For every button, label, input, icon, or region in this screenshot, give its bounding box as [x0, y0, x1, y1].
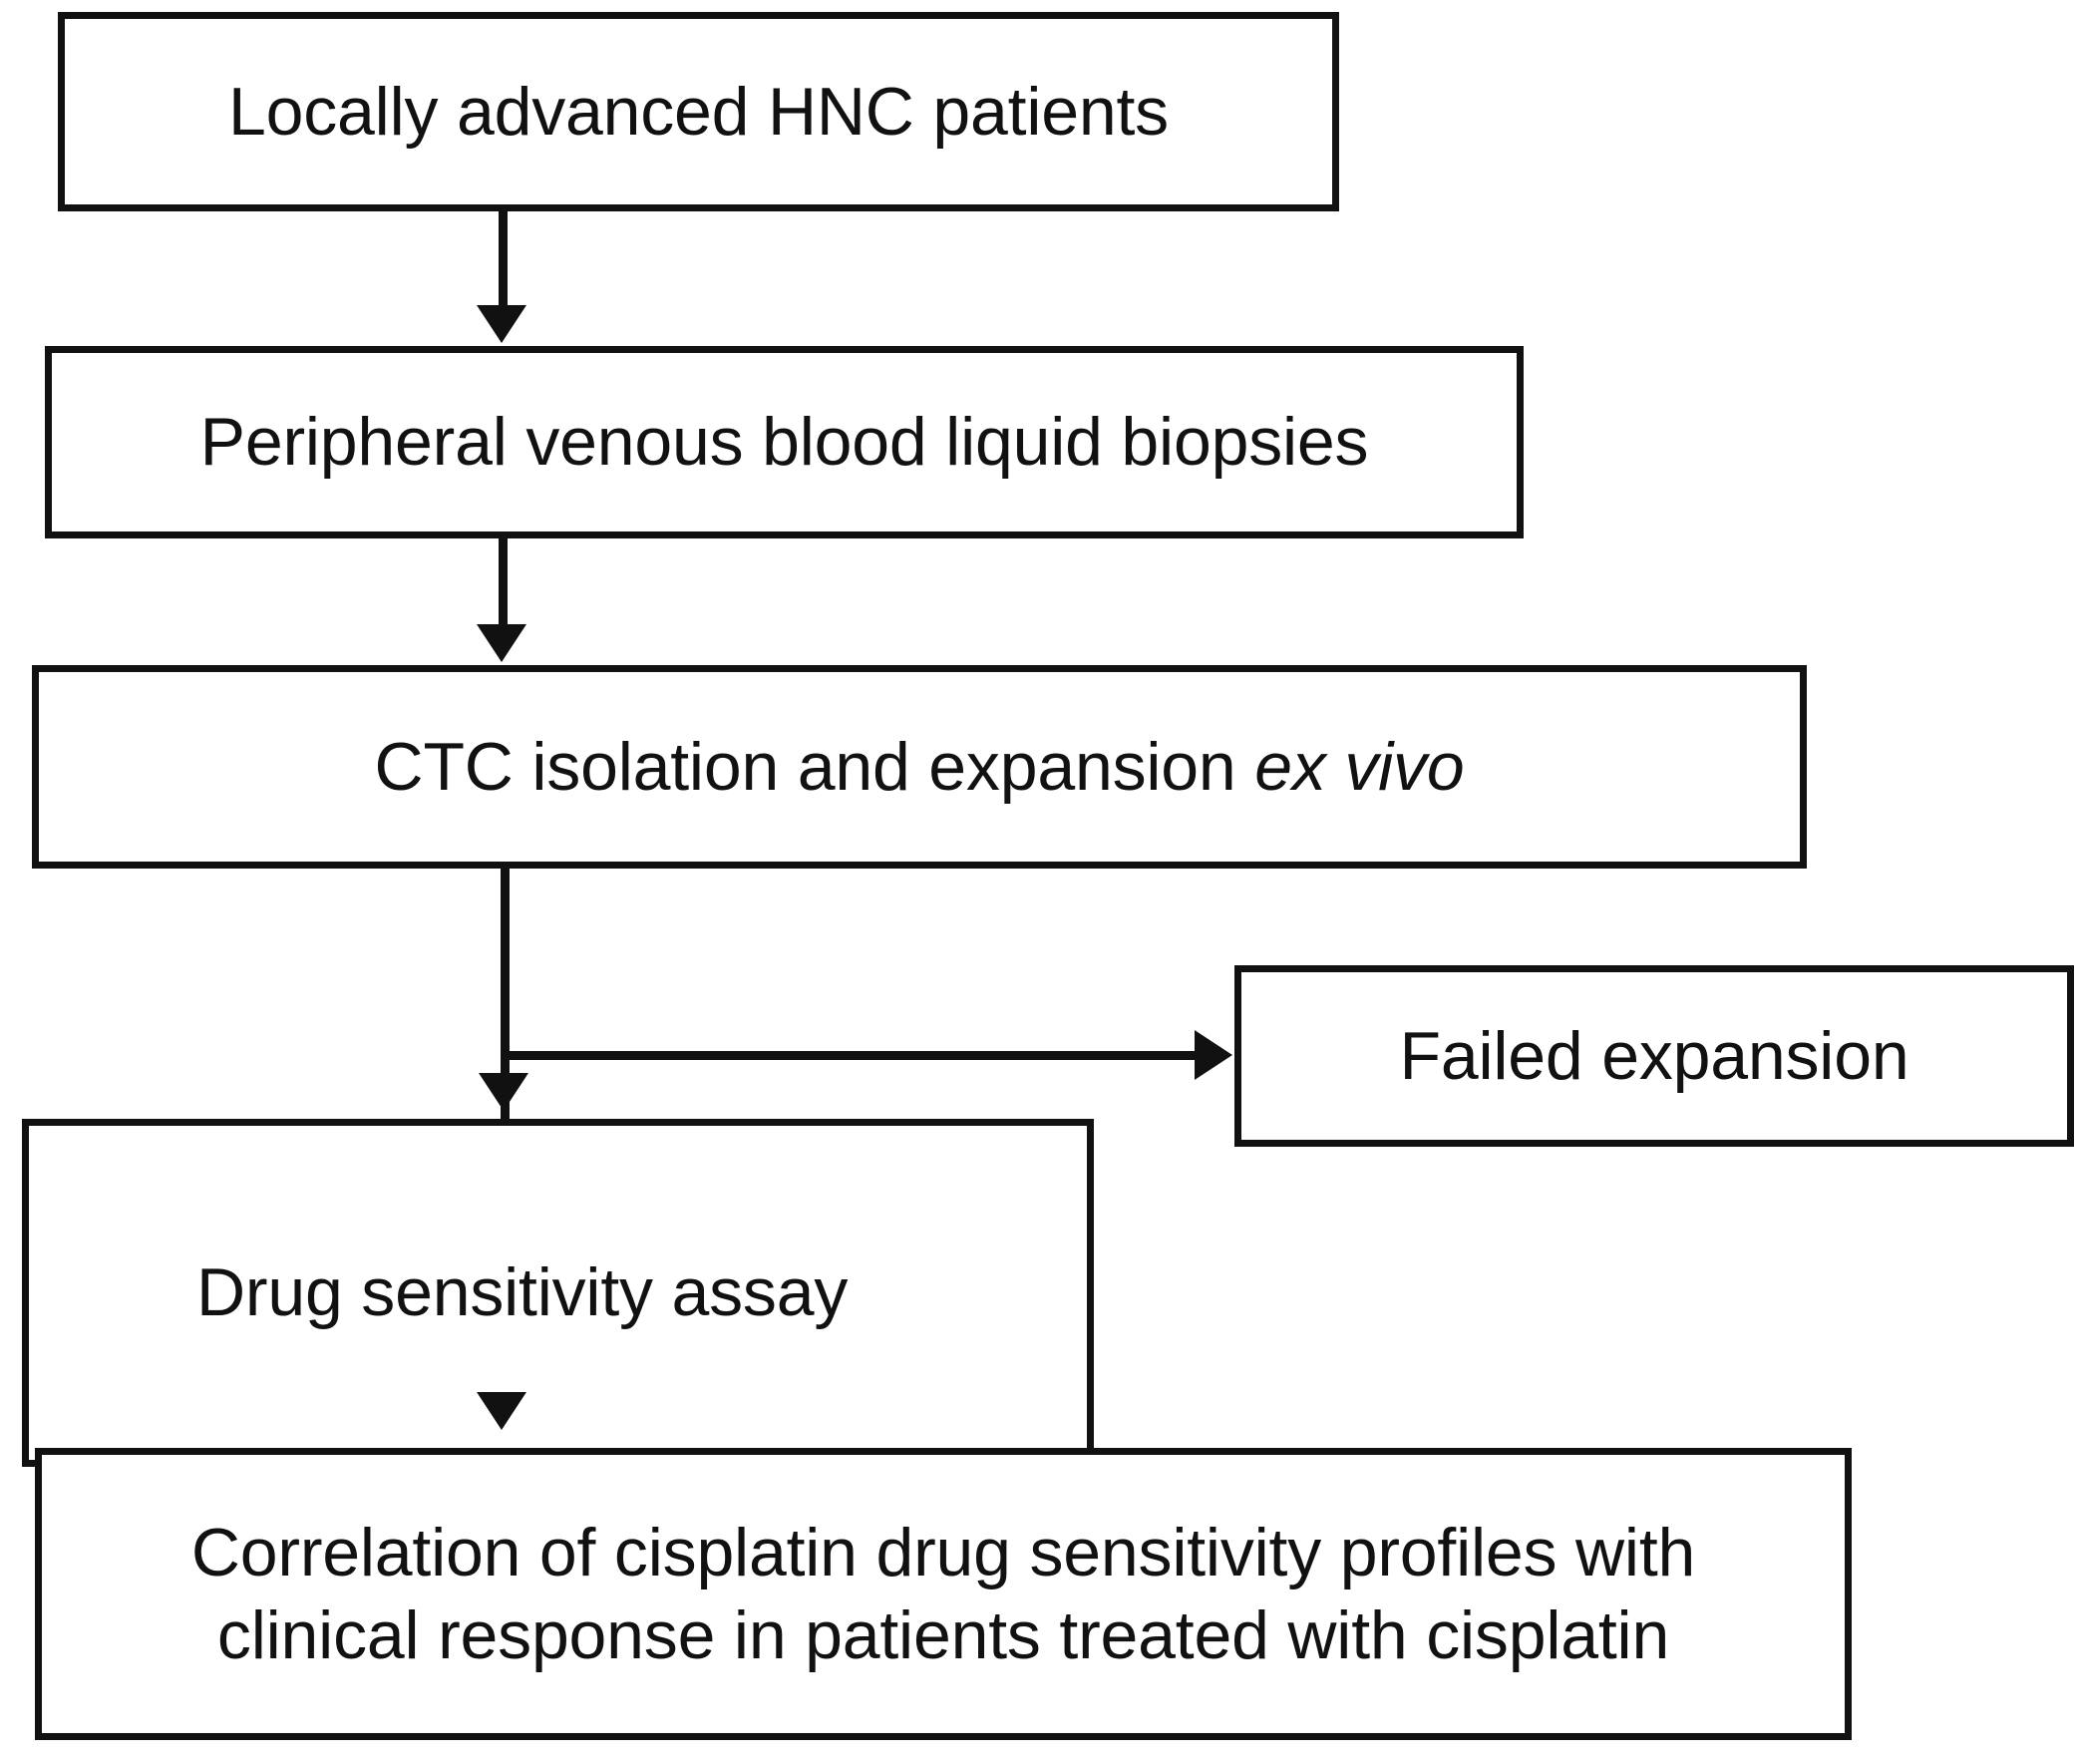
node-label: CTC isolation and expansion ex vivo [357, 726, 1483, 809]
edge-ctc-to-assay-line [501, 869, 510, 1178]
arrow-right-icon [1195, 1030, 1232, 1080]
node-label-line-1: Correlation of cisplatin drug sensitivit… [190, 1514, 1696, 1590]
node-label: Failed expansion [1399, 1017, 1909, 1094]
node-label: Correlation of cisplatin drug sensitivit… [146, 1512, 1741, 1677]
edge-biopsies-to-ctc-line [499, 538, 508, 628]
node-ctc-isolation-and-expansion-ex-vivo[interactable]: CTC isolation and expansion ex vivo [32, 665, 1807, 869]
arrow-down-icon [479, 1073, 528, 1111]
node-correlation-of-cisplatin-drug-sensitivity[interactable]: Correlation of cisplatin drug sensitivit… [35, 1448, 1852, 1740]
arrow-down-icon [477, 624, 526, 662]
node-label-italic: ex vivo [1254, 728, 1465, 805]
node-failed-expansion[interactable]: Failed expansion [1234, 965, 2074, 1147]
node-label: Drug sensitivity assay [196, 1254, 849, 1331]
node-drug-sensitivity-assay[interactable]: Drug sensitivity assay [22, 1119, 1094, 1467]
edge-ctc-to-failed-line [501, 1051, 1199, 1060]
node-locally-advanced-hnc-patients[interactable]: Locally advanced HNC patients [58, 12, 1339, 211]
arrow-down-icon [477, 1392, 526, 1430]
edge-patients-to-biopsies-line [499, 211, 508, 311]
arrow-down-icon [477, 305, 526, 343]
node-peripheral-venous-blood-liquid-biopsies[interactable]: Peripheral venous blood liquid biopsies [45, 346, 1524, 538]
node-label: Locally advanced HNC patients [228, 73, 1169, 150]
node-label-prefix: CTC isolation and expansion [374, 728, 1255, 805]
node-label: Peripheral venous blood liquid biopsies [199, 404, 1369, 481]
node-label-line-2: clinical response in patients treated wi… [216, 1596, 1670, 1673]
